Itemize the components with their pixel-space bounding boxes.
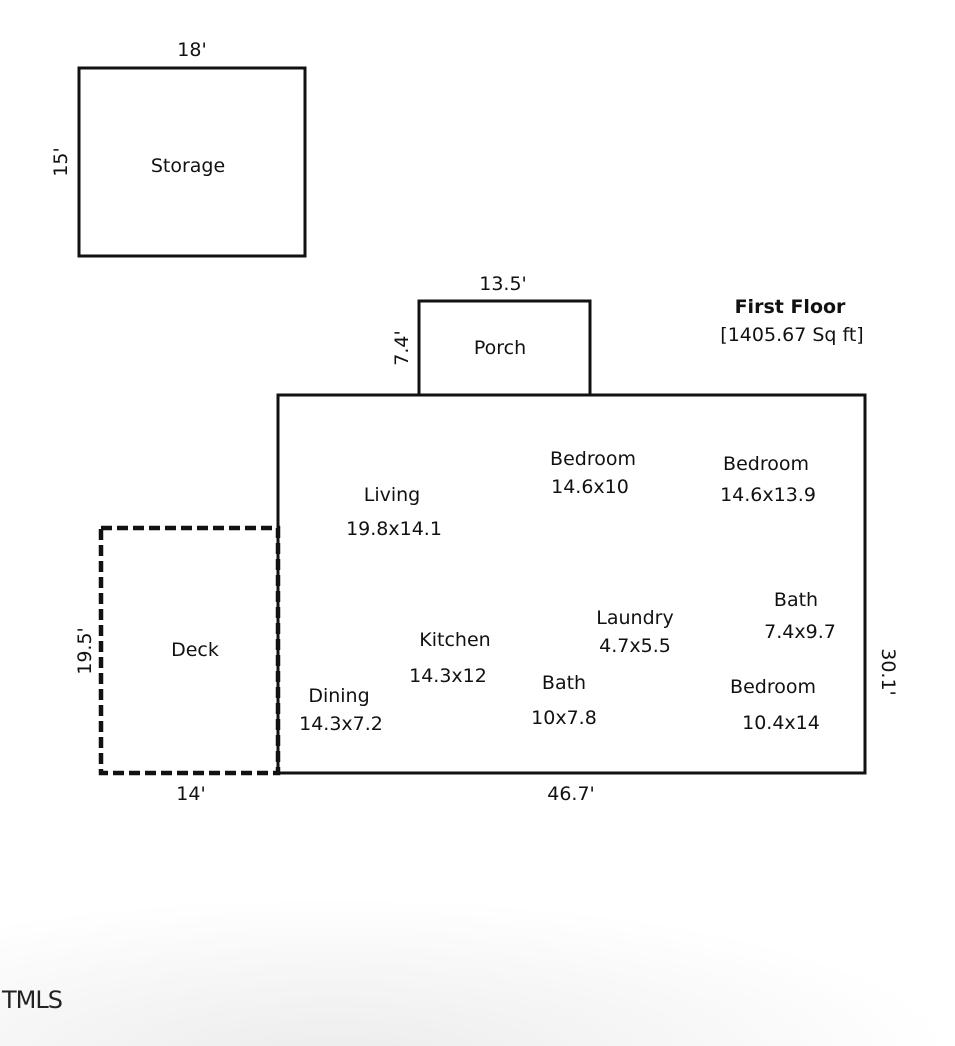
- room-bath-2-size: 10x7.8: [531, 707, 597, 729]
- deck-outline: [98, 525, 281, 776]
- room-laundry-size: 4.7x5.5: [599, 635, 671, 657]
- room-dining-name: Dining: [308, 685, 369, 707]
- porch-height-label: 7.4': [391, 330, 413, 365]
- floor-title: First Floor: [735, 296, 846, 318]
- storage-outline: [77, 66, 307, 258]
- room-living-size: 19.8x14.1: [346, 518, 442, 540]
- watermark: TMLS: [1, 986, 62, 1014]
- room-bedroom-1-size: 14.6x10: [551, 476, 629, 498]
- room-dining-size: 14.3x7.2: [299, 713, 383, 735]
- room-bath-1-size: 7.4x9.7: [764, 621, 836, 643]
- room-bedroom-3-size: 10.4x14: [742, 712, 820, 734]
- house-width-label: 46.7': [547, 783, 595, 805]
- deck-label: Deck: [171, 639, 219, 661]
- room-laundry-name: Laundry: [596, 607, 673, 629]
- room-kitchen-size: 14.3x12: [409, 665, 487, 687]
- porch-outline: [417, 299, 592, 394]
- room-bath-1-name: Bath: [774, 589, 818, 611]
- background-fade: [0, 800, 955, 1046]
- storage-height-label: 15': [50, 147, 72, 176]
- storage-width-label: 18': [177, 39, 206, 61]
- room-living-name: Living: [364, 484, 421, 506]
- room-bedroom-3-name: Bedroom: [730, 676, 816, 698]
- porch-label: Porch: [474, 337, 526, 359]
- room-bedroom-1-name: Bedroom: [550, 448, 636, 470]
- room-bedroom-2-size: 14.6x13.9: [720, 484, 816, 506]
- room-kitchen-name: Kitchen: [419, 629, 490, 651]
- storage-label: Storage: [151, 155, 225, 177]
- room-bedroom-2-name: Bedroom: [723, 453, 809, 475]
- floor-area: [1405.67 Sq ft]: [720, 324, 863, 346]
- deck-height-label: 19.5': [74, 627, 96, 675]
- room-bath-2-name: Bath: [542, 672, 586, 694]
- deck-width-label: 14': [176, 783, 205, 805]
- porch-width-label: 13.5': [479, 273, 527, 295]
- house-height-label: 30.1': [877, 648, 899, 696]
